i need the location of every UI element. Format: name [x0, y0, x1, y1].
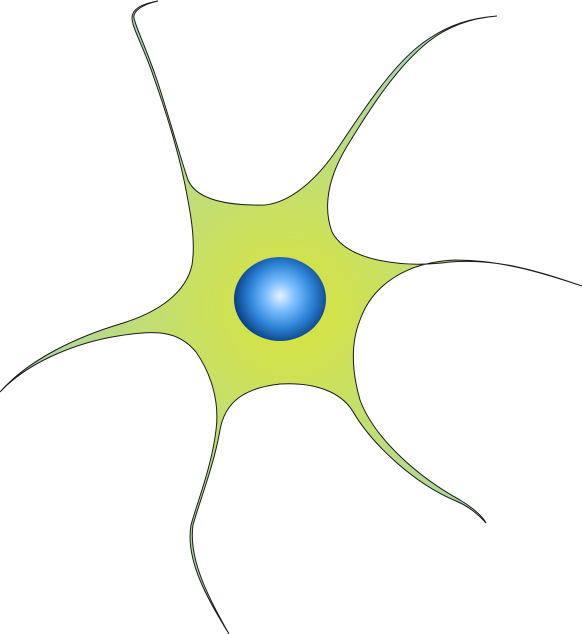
nucleus [234, 257, 326, 341]
